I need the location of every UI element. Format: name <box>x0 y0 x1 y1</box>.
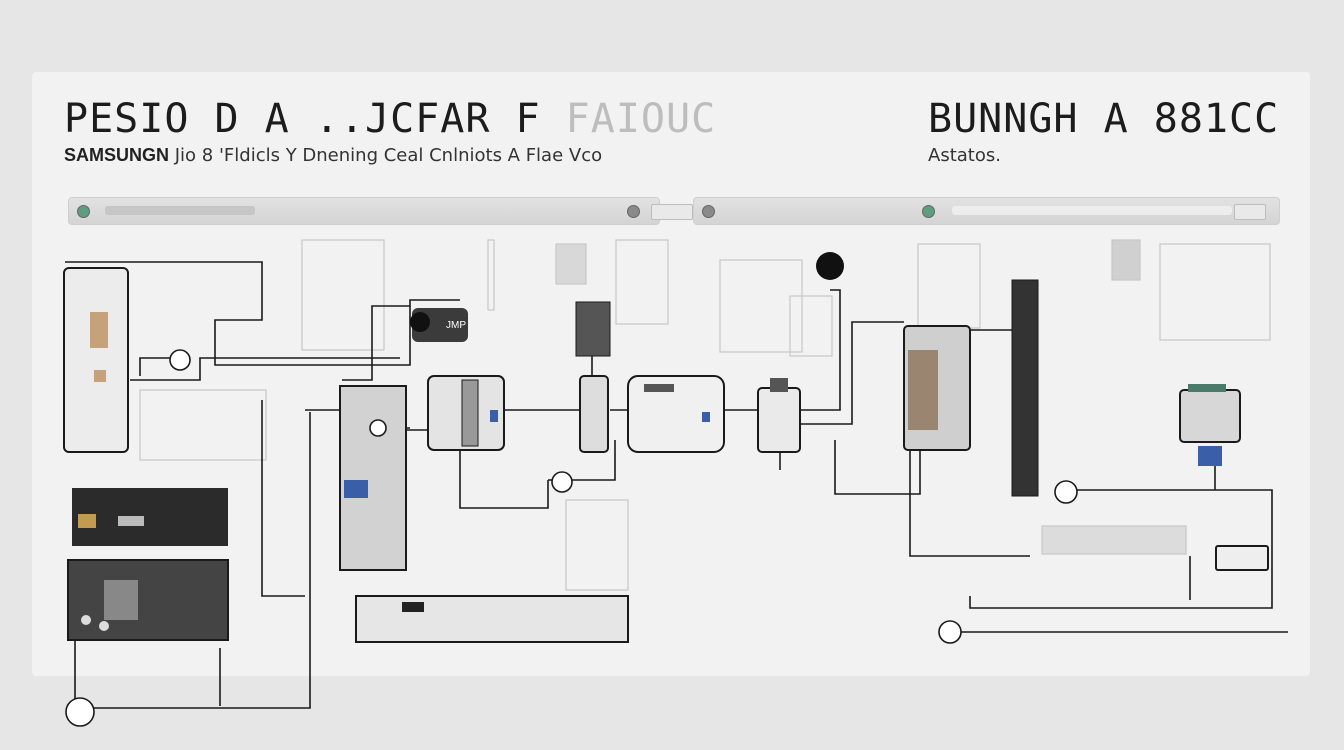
small-box[interactable] <box>1215 545 1269 571</box>
toggle-dot-icon <box>551 471 573 493</box>
power-strip-icon[interactable] <box>355 595 629 643</box>
faint-module <box>719 259 803 353</box>
wire <box>800 289 841 411</box>
wire <box>261 400 305 597</box>
router-device[interactable] <box>627 375 725 453</box>
subtitle-brand: SAMSUNGN <box>64 145 170 165</box>
toggle-dot-icon <box>169 349 191 371</box>
connector-plug-icon[interactable] <box>575 301 611 453</box>
wires <box>65 261 1288 709</box>
display-device[interactable] <box>903 325 971 451</box>
tablet-body <box>63 267 129 453</box>
search-button-left[interactable] <box>651 204 693 220</box>
hub-module <box>461 379 479 447</box>
subtitle-left-text: Jio 8 'Fldicls Y Dnening Ceal Cnlniots A… <box>174 145 603 166</box>
dark-controller[interactable] <box>72 488 228 546</box>
title-left-text: PESIO D A ..JCFAR F <box>64 96 541 142</box>
faint-block <box>555 243 587 285</box>
toggle-dot-icon <box>702 205 715 218</box>
wire <box>139 357 180 376</box>
wire <box>342 305 410 381</box>
faint-outlines <box>139 239 1271 591</box>
speaker-icon[interactable] <box>816 252 844 280</box>
faint-module <box>789 295 833 357</box>
wire <box>800 321 904 425</box>
search-bar-left[interactable] <box>68 197 693 225</box>
server-tower[interactable] <box>339 385 407 571</box>
toggle-dot-icon <box>1054 480 1078 504</box>
tall-tower[interactable] <box>1011 279 1039 497</box>
knob-icon <box>81 615 91 625</box>
toggle-dot-icon <box>65 697 95 727</box>
hub-led <box>490 410 498 422</box>
panel-body <box>67 559 229 641</box>
wire <box>969 489 1273 609</box>
title-right: BUNNGH A 881CC <box>928 96 1280 142</box>
router-led <box>702 412 710 422</box>
faint-strip <box>487 239 495 311</box>
wire <box>834 440 921 495</box>
camera-icon[interactable]: JMP <box>410 308 468 342</box>
toggle-dot-icon[interactable] <box>627 205 640 218</box>
controller-port <box>118 516 144 526</box>
router-label <box>644 384 674 392</box>
tablet-screen-image <box>90 312 108 348</box>
adapter-body <box>579 375 609 453</box>
wire <box>80 412 311 709</box>
strip-port <box>402 602 424 612</box>
modem-port <box>1198 446 1222 466</box>
wire <box>459 450 549 509</box>
switch-port <box>770 378 788 392</box>
subtitle-left: SAMSUNGN Jio 8 'Fldicls Y Dnening Ceal C… <box>64 145 602 166</box>
faint-module <box>917 243 981 329</box>
switch-body <box>757 387 801 453</box>
faint-module <box>1159 243 1271 341</box>
toggle-dot-icon <box>938 620 962 644</box>
wire <box>130 357 400 381</box>
faint-module <box>565 499 629 591</box>
subtitle-right: Astatos. <box>928 145 1001 166</box>
faint-module <box>301 239 385 351</box>
toggle-dot-icon[interactable] <box>922 205 935 218</box>
search-input-right[interactable] <box>952 206 1232 215</box>
tablet-screen-image <box>94 370 106 382</box>
modem-body <box>1179 389 1241 443</box>
controller-body <box>72 488 228 546</box>
faint-plate <box>1041 525 1187 555</box>
display-screen <box>908 350 938 430</box>
panel-screen <box>104 580 138 620</box>
faint-block <box>1111 239 1141 281</box>
tower-label <box>344 480 368 498</box>
camera-sticker: JMP <box>446 320 466 331</box>
wire <box>65 261 460 366</box>
knob-icon <box>99 621 109 631</box>
modem-device[interactable] <box>1179 384 1241 466</box>
diagram-panel <box>32 72 1310 676</box>
router-body <box>627 375 725 453</box>
toggle-dot-icon <box>77 205 90 218</box>
toggle-dot-icon <box>369 419 387 437</box>
search-input-left[interactable] <box>105 206 255 215</box>
dark-panel-device[interactable] <box>67 559 229 641</box>
tablet-device[interactable] <box>63 267 129 453</box>
camera-lens <box>410 312 430 332</box>
plug-body <box>575 301 611 357</box>
title-left-faded: FAIOUC <box>565 96 717 142</box>
tower-body <box>339 385 407 571</box>
title-left: PESIO D A ..JCFAR F FAIOUC <box>64 96 716 142</box>
central-hub[interactable] <box>427 375 505 451</box>
faint-module <box>139 389 267 461</box>
search-button-right[interactable] <box>1234 204 1266 220</box>
modem-antennas <box>1188 384 1226 392</box>
controller-label <box>78 514 96 528</box>
faint-module <box>615 239 669 325</box>
switch-device[interactable] <box>757 378 801 453</box>
connectors <box>65 349 1078 727</box>
search-bar-right[interactable] <box>693 197 1280 225</box>
